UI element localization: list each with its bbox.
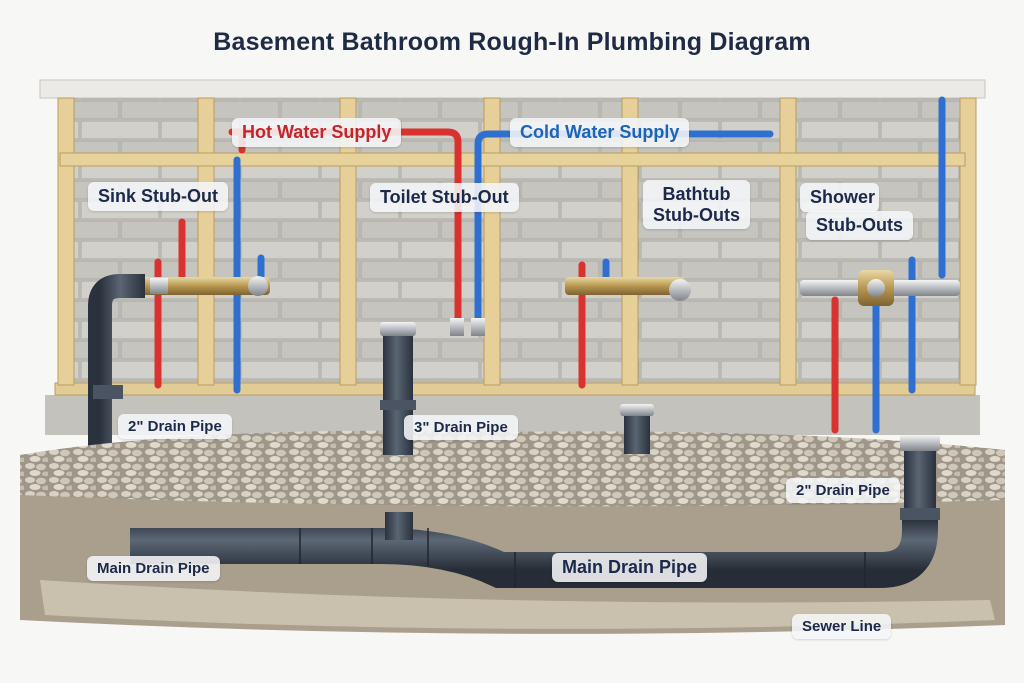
cold-water-supply-label: Cold Water Supply xyxy=(510,118,690,147)
bathtub-label-line1: Bathtub xyxy=(662,184,731,204)
bathtub-stub-outs-label: Bathtub Stub-Outs xyxy=(643,180,750,230)
shower-drain-pipe-label: 2" Drain Pipe xyxy=(786,478,900,504)
main-drain-pipe-label-center: Main Drain Pipe xyxy=(552,553,708,582)
sink-stub-out-label: Sink Stub-Out xyxy=(88,182,228,211)
shower-label-line2: Stub-Outs xyxy=(806,211,913,240)
sewer-line-label: Sewer Line xyxy=(792,614,892,640)
shower-label-line1: Shower xyxy=(800,183,880,212)
bathtub-label-line2: Stub-Outs xyxy=(653,204,740,225)
toilet-drain-pipe-label: 3" Drain Pipe xyxy=(404,415,518,441)
main-drain-pipe-label-left: Main Drain Pipe xyxy=(87,556,220,582)
sink-drain-pipe-label: 2" Drain Pipe xyxy=(118,414,232,440)
hot-water-supply-label: Hot Water Supply xyxy=(232,118,402,147)
toilet-stub-out-label: Toilet Stub-Out xyxy=(370,183,519,212)
diagram-title: Basement Bathroom Rough-In Plumbing Diag… xyxy=(213,28,811,56)
